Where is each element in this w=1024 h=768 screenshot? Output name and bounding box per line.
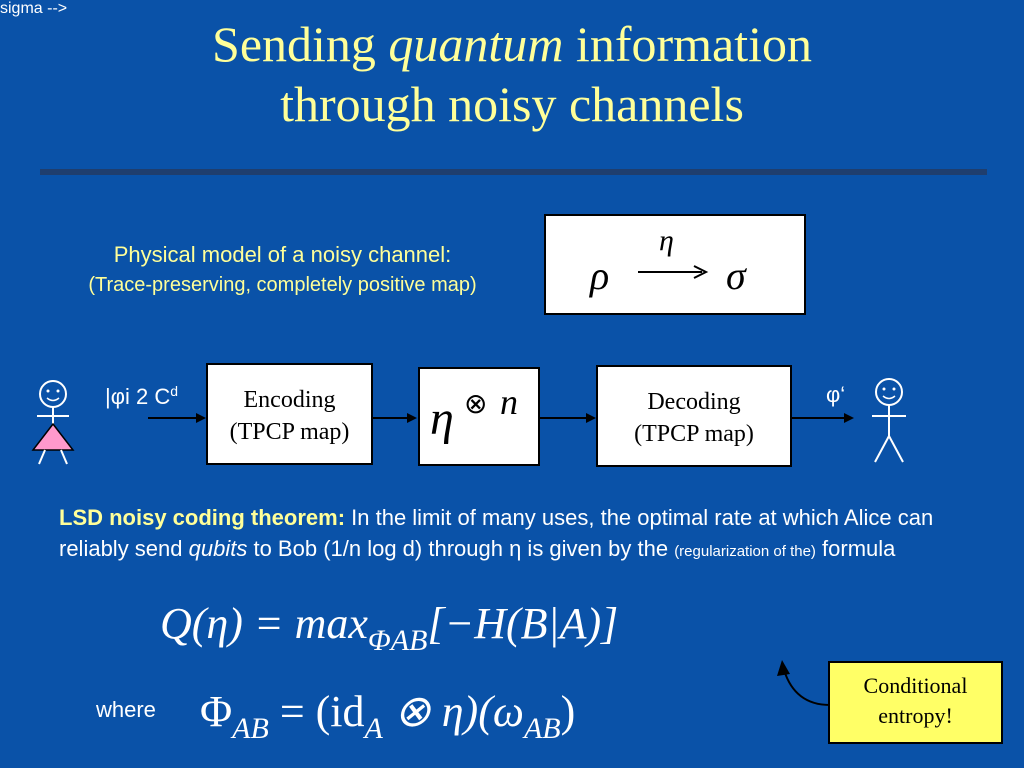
physical-model-line-2: (Trace-preserving, completely positive m…	[88, 274, 477, 296]
encode-arrow-icon	[373, 413, 417, 423]
theorem-heading: LSD noisy coding theorem:	[59, 505, 346, 530]
conditional-entropy-callout: Conditional entropy!	[828, 661, 1003, 744]
input-arrow-icon	[148, 413, 206, 423]
title-pre: Sending	[212, 16, 389, 72]
physical-model-text: Physical model of a noisy channel: (Trac…	[30, 240, 535, 300]
capacity-lhs: Q(η) = max	[160, 599, 368, 648]
input-state-text: |φi 2 C	[105, 384, 171, 409]
decoding-sublabel: (TPCP map)	[634, 421, 754, 447]
capacity-rhs: [−H(B|A)]	[427, 599, 619, 648]
callout-arrow-icon	[777, 660, 831, 706]
bob-figure-icon	[872, 378, 906, 463]
tensor-power-box: η ⊗ n	[418, 367, 540, 466]
map-arrow-icon	[638, 265, 709, 279]
eta-arrow-label: η	[659, 224, 674, 257]
slide-title: Sending quantum information through nois…	[0, 14, 1024, 134]
title-divider	[40, 169, 987, 175]
capacity-sub: ΦAB	[367, 624, 428, 657]
title-line-2: through noisy channels	[280, 76, 744, 132]
decoding-box: Decoding (TPCP map)	[596, 365, 792, 467]
title-line-1: Sending quantum information	[0, 14, 1024, 74]
encoding-label: Encoding	[243, 387, 336, 413]
where-label: where	[96, 697, 156, 722]
callout-line-1: Conditional	[863, 673, 968, 698]
physical-model-line-1: Physical model of a noisy channel:	[113, 242, 452, 267]
tensor-power: n	[500, 382, 518, 422]
phi-omega-sub: AB	[523, 712, 561, 745]
phi-formula: ΦAB = (idA ⊗ η)(ωAB)	[200, 684, 575, 757]
phi-eq: = (id	[268, 687, 365, 736]
theorem-qubits: qubits	[188, 536, 248, 561]
decoding-label: Decoding	[647, 389, 741, 415]
input-state-sup: d	[170, 383, 179, 399]
title-post: information	[563, 16, 812, 72]
output-arrow-icon	[792, 413, 854, 423]
theorem-text-1: In the limit of many uses, the optimal r…	[59, 505, 934, 561]
phi-lhs: Φ	[200, 687, 233, 736]
tensor-eta: η	[430, 392, 454, 445]
sigma-symbol: σ	[726, 253, 746, 298]
encoding-sublabel: (TPCP map)	[229, 419, 350, 445]
input-state-label: |φi 2 Cd	[105, 383, 178, 410]
channel-arrow-icon	[540, 413, 596, 423]
theorem-text-3: formula	[815, 536, 896, 561]
theorem-small: (regularization of the)	[674, 543, 816, 560]
capacity-formula: Q(η) = maxΦAB[−H(B|A)]	[160, 596, 618, 669]
phi-id-sub: A	[364, 712, 383, 745]
encoding-box: Encoding (TPCP map)	[206, 363, 373, 465]
phi-end: )	[560, 687, 576, 736]
alice-figure-icon	[31, 380, 75, 465]
tensor-operator: ⊗	[464, 387, 488, 420]
theorem-text-2: to Bob (1/n log d) through η is given by…	[247, 536, 675, 561]
theorem-text: LSD noisy coding theorem: In the limit o…	[59, 502, 969, 567]
callout-line-2: entropy!	[878, 703, 953, 728]
channel-map-box: ρ η σ	[544, 214, 806, 315]
phi-mid: ⊗ η)(ω	[382, 687, 524, 736]
title-italic: quantum	[388, 16, 564, 72]
rho-symbol: ρ	[590, 253, 610, 298]
output-state-label: φ‘	[826, 382, 846, 407]
phi-lhs-sub: AB	[232, 712, 269, 745]
